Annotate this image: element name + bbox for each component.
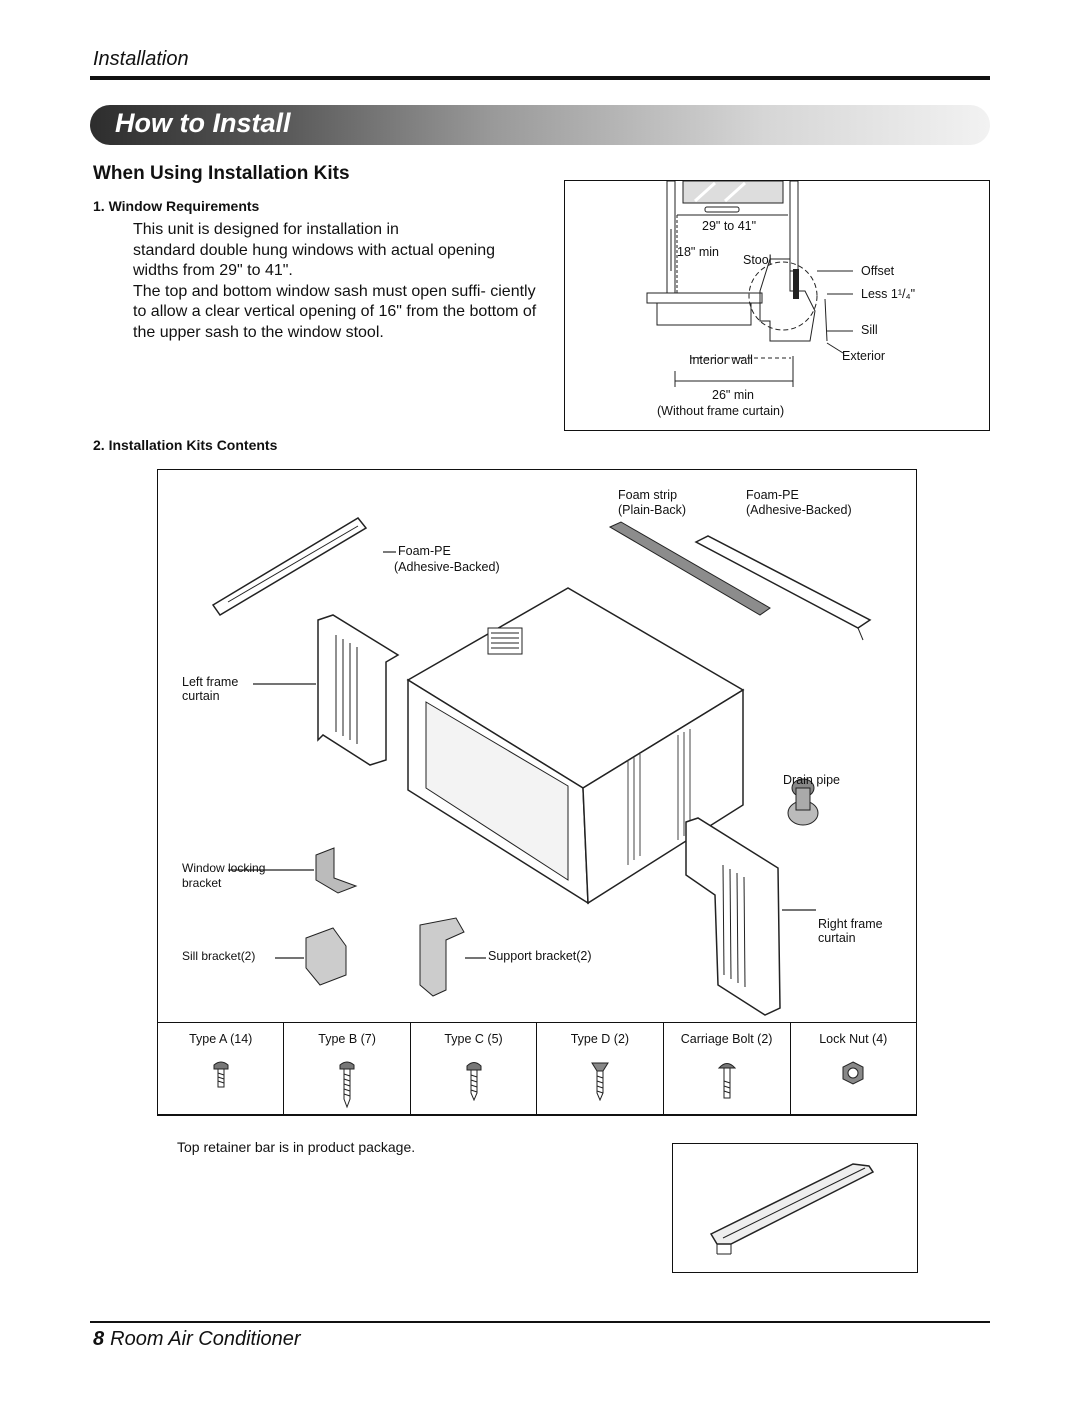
requirements-p1: This unit is designed for installation i…: [133, 221, 399, 238]
sill-bracket-label: Sill bracket(2): [182, 949, 256, 963]
page-number: 8: [93, 1328, 105, 1350]
kits-illustration: Foam strip (Plain-Back) Foam-PE (Adhesiv…: [157, 469, 917, 1115]
type-b-label: Type B (7): [318, 1032, 376, 1046]
foam-strip-label: Foam strip: [618, 488, 678, 502]
window-diagram: 29" to 41" 18" min Stool Offset Less 1¹/…: [564, 180, 990, 431]
foam-pe-adhesive-strip: [694, 535, 872, 641]
header-rule: [90, 76, 990, 80]
support-bracket: [419, 917, 465, 997]
hardware-cell: Type A (14): [156, 1022, 285, 1116]
foam-pe-strip-left: [211, 517, 368, 617]
lock-nut-icon: [842, 1061, 864, 1085]
ac-cabinet: [406, 587, 745, 905]
drain-pipe: [787, 778, 819, 826]
sill-bracket: [305, 927, 347, 986]
type-d-screw-icon: [591, 1062, 609, 1101]
interior-wall-label: Interior wall: [689, 353, 753, 367]
adhesive-label-2: (Adhesive-Backed): [394, 560, 500, 574]
hardware-cell: Carriage Bolt (2): [662, 1022, 791, 1116]
retainer-bar-illustration: [672, 1143, 918, 1273]
title-banner: [90, 105, 990, 145]
foam-pe-label-1: Foam-PE: [746, 488, 799, 502]
type-b-screw-icon: [339, 1061, 355, 1109]
min-height-label: 18" min: [677, 245, 719, 259]
type-d-label: Type D (2): [570, 1032, 630, 1046]
foam-strip-plain-back: [608, 521, 771, 616]
type-a-label: Type A (14): [189, 1032, 253, 1046]
footer-title: Room Air Conditioner: [110, 1328, 301, 1350]
page-title: How to Install: [115, 108, 291, 138]
carriage-bolt-icon: [717, 1063, 736, 1099]
plain-back-label: (Plain-Back): [618, 503, 687, 517]
hardware-cell: Type C (5): [409, 1022, 538, 1116]
window-locking-bracket: [315, 847, 358, 894]
right-curtain-label: curtain: [818, 931, 856, 945]
left-frame-curtain: [317, 614, 400, 766]
exterior-label: Exterior: [842, 349, 886, 363]
kits-contents-title: 2. Installation Kits Contents: [93, 437, 278, 453]
left-curtain-label: curtain: [182, 689, 220, 703]
window-requirements-title: 1. Window Requirements: [93, 198, 260, 214]
kits-exploded-drawing: [211, 517, 872, 1016]
footer-rule: [90, 1321, 990, 1323]
depth-note: (Without frame curtain): [657, 404, 785, 418]
foam-pe-label-2: Foam-PE: [398, 544, 451, 558]
hardware-table: Type A (14) Type B (7) Type C (5) Type D…: [156, 1022, 918, 1116]
kits-heading: When Using Installation Kits: [93, 163, 350, 184]
window-locking-label: Window locking: [182, 861, 266, 875]
stool-label: Stool: [743, 253, 772, 267]
drain-pipe-label: Drain pipe: [783, 773, 840, 787]
type-c-screw-icon: [466, 1062, 482, 1101]
sill-label: Sill: [861, 323, 878, 337]
section-label: Installation: [93, 48, 189, 70]
min-depth-label: 26" min: [712, 388, 754, 402]
support-bracket-label: Support bracket(2): [488, 949, 592, 963]
width-range-label: 29" to 41": [702, 219, 757, 233]
retainer-note: Top retainer bar is in product package.: [177, 1139, 416, 1155]
offset-label: Offset: [861, 264, 895, 278]
hardware-cell: Type B (7): [283, 1022, 411, 1116]
window-requirements-text: This unit is designed for installation i…: [133, 220, 543, 343]
lock-nut-label: Lock Nut (4): [819, 1032, 888, 1046]
left-frame-label: Left frame: [182, 675, 239, 689]
window-section-drawing: [646, 181, 853, 387]
right-frame-label: Right frame: [818, 917, 883, 931]
hardware-cell: Type D (2): [536, 1022, 664, 1116]
bracket-label: bracket: [182, 876, 222, 890]
requirements-p3: The top and bottom window sash must open…: [133, 282, 537, 341]
less-label: Less 1¹/₄": [861, 287, 916, 301]
hardware-row: Type A (14) Type B (7) Type C (5) Type D…: [156, 1022, 918, 1116]
type-a-screw-icon: [213, 1061, 229, 1088]
requirements-p2: standard double hung windows with actual…: [133, 241, 496, 280]
retainer-bar-drawing: [709, 1163, 875, 1255]
type-c-label: Type C (5): [444, 1032, 503, 1046]
hardware-cell: Lock Nut (4): [789, 1022, 918, 1116]
carriage-bolt-label: Carriage Bolt (2): [680, 1032, 773, 1046]
right-frame-curtain: [685, 817, 781, 1016]
adhesive-label-1: (Adhesive-Backed): [746, 503, 852, 517]
